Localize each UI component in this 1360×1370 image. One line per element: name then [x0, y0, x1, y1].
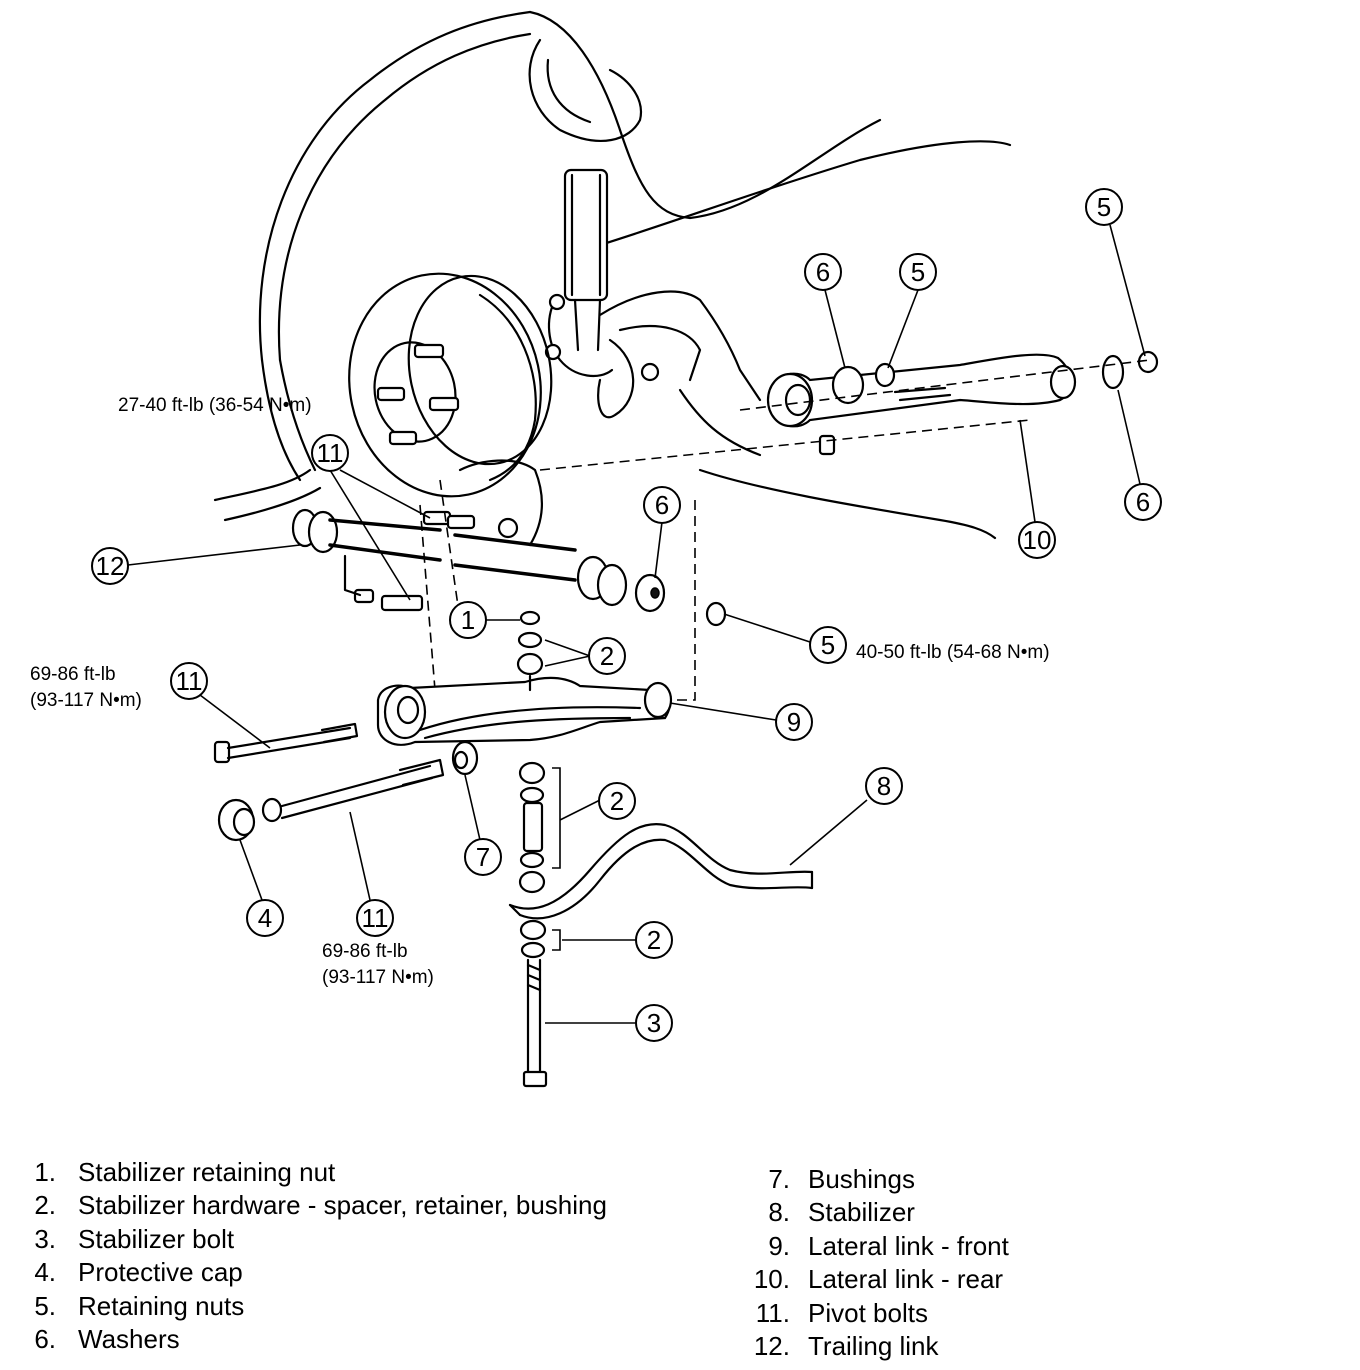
legend-item-5: 5.Retaining nuts — [34, 1290, 245, 1321]
callout-1: 1 — [449, 601, 487, 639]
callout-9: 9 — [775, 703, 813, 741]
callout-4: 4 — [246, 899, 284, 937]
legend-item-1: 1.Stabilizer retaining nut — [34, 1157, 336, 1187]
callout-8: 8 — [865, 767, 903, 805]
callouts: 5 6 5 6 10 11 12 6 1 2 5 11 9 8 2 7 4 11… — [91, 188, 1162, 1042]
svg-text:6: 6 — [816, 257, 830, 287]
svg-text:2: 2 — [610, 786, 624, 816]
svg-text:11: 11 — [362, 903, 389, 933]
strut-assembly — [528, 38, 643, 419]
legend-item-3: 3.Stabilizer bolt — [34, 1223, 235, 1254]
legend-item-8: 8.Stabilizer — [768, 1197, 915, 1228]
pivot-bolts — [213, 722, 479, 842]
legend-item-4: 4.Protective cap — [34, 1257, 243, 1288]
torque-pivot-lower-line2: (93-117 N•m) — [322, 967, 434, 988]
callout-3: 3 — [635, 1004, 673, 1042]
front-lateral-link-assembly — [376, 500, 696, 746]
legend-item-2: 2.Stabilizer hardware - spacer, retainer… — [34, 1190, 607, 1221]
stabilizer-bar — [508, 823, 814, 920]
torque-pivot-lower-line1: 69-86 ft-lb — [322, 941, 408, 962]
callout-12: 12 — [91, 547, 129, 585]
legend-left: 1.Stabilizer retaining nut 2.Stabilizer … — [22, 1156, 607, 1356]
legend-right: 7.Bushings 8.Stabilizer 9.Lateral link -… — [744, 1163, 1009, 1363]
svg-text:10: 10 — [1023, 525, 1052, 555]
svg-text:6: 6 — [655, 490, 669, 520]
svg-text:11: 11 — [176, 666, 203, 696]
svg-text:9: 9 — [787, 707, 801, 737]
svg-text:1: 1 — [461, 605, 475, 635]
callout-6-right: 6 — [1124, 483, 1162, 521]
svg-text:4: 4 — [258, 903, 272, 933]
brake-drum-hub — [348, 272, 553, 498]
legend-item-7: 7.Bushings — [768, 1164, 915, 1194]
svg-text:11: 11 — [317, 438, 344, 468]
svg-text:3: 3 — [647, 1008, 661, 1038]
svg-text:8: 8 — [877, 771, 891, 801]
torque-pivot-upper-line2: (93-117 N•m) — [30, 690, 142, 711]
knuckle-bracket — [458, 290, 836, 547]
svg-text:5: 5 — [821, 630, 835, 660]
svg-text:6: 6 — [1136, 487, 1150, 517]
callout-2-b: 2 — [598, 782, 636, 820]
legend-item-9: 9.Lateral link - front — [768, 1230, 1009, 1261]
legend-item-10: 10.Lateral link - rear — [753, 1264, 1004, 1295]
svg-text:2: 2 — [647, 925, 661, 955]
callout-2-c: 2 — [635, 921, 673, 959]
callout-5-top: 5 — [1085, 188, 1123, 226]
legend-item-12: 12.Trailing link — [753, 1331, 939, 1362]
callout-7: 7 — [464, 838, 502, 876]
callout-2-a: 2 — [588, 637, 626, 675]
torque-specs: 27-40 ft-lb (36-54 N•m) 40-50 ft-lb (54-… — [30, 395, 1050, 988]
trailing-link-assembly — [291, 419, 1031, 691]
callout-11-left: 11 — [170, 662, 208, 700]
torque-pivot-upper-line1: 69-86 ft-lb — [30, 664, 116, 685]
callout-5-upper: 5 — [899, 253, 937, 291]
torque-strut-bolts: 27-40 ft-lb (36-54 N•m) — [118, 395, 312, 416]
wheel-well-outline — [213, 10, 1012, 540]
callout-6-upper: 6 — [804, 253, 842, 291]
callout-11-lower: 11 — [356, 899, 394, 937]
callout-6-mid: 6 — [643, 486, 681, 524]
callout-5-mid: 5 — [809, 626, 847, 664]
callout-11-upper: 11 — [311, 434, 349, 472]
legend-item-11: 11.Pivot bolts — [755, 1297, 928, 1328]
svg-text:5: 5 — [911, 257, 925, 287]
svg-text:5: 5 — [1097, 192, 1111, 222]
rear-lateral-link-assembly — [739, 350, 1159, 428]
svg-text:2: 2 — [600, 641, 614, 671]
stabilizer-hardware-stack — [516, 610, 561, 1088]
callout-10: 10 — [1018, 521, 1056, 559]
leader-lines — [127, 224, 1146, 1024]
torque-rear-nut: 40-50 ft-lb (54-68 N•m) — [856, 642, 1050, 663]
svg-text:7: 7 — [476, 842, 490, 872]
legend-item-6: 6.Washers — [34, 1324, 180, 1355]
svg-text:12: 12 — [96, 551, 125, 581]
